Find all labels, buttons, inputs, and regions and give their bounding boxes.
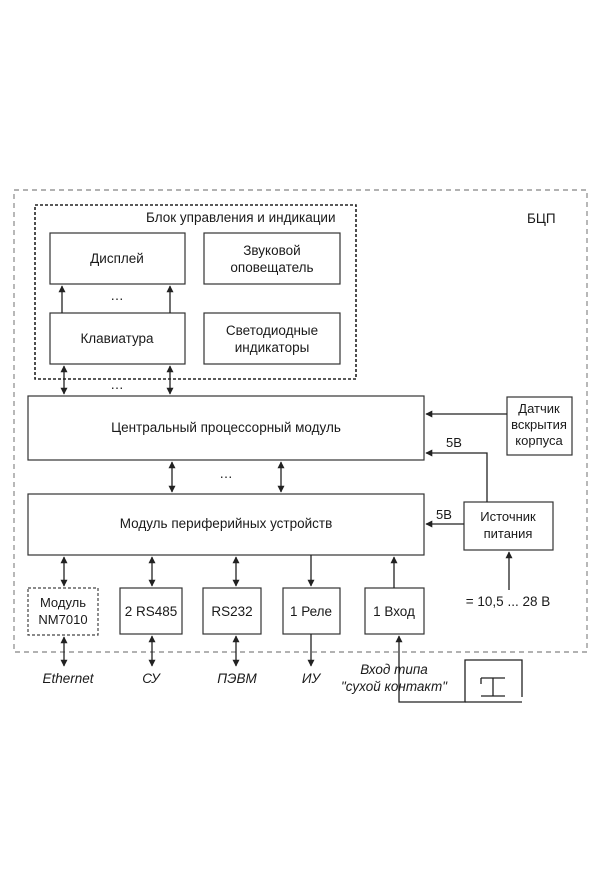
- led-box: [203, 312, 341, 365]
- rs232-box: [202, 587, 262, 635]
- sound-box: [203, 232, 341, 285]
- keyboard-box: [49, 312, 186, 365]
- peripheral-box: [27, 493, 425, 556]
- control-block-title: Блок управления и индикации: [146, 210, 336, 225]
- sound-label-line2: оповещатель: [230, 260, 313, 275]
- rs485-label: 2 RS485: [125, 604, 178, 619]
- bcp-boundary: [13, 189, 588, 653]
- port-su-label: СУ: [142, 671, 161, 686]
- input-label: 1 Вход: [373, 604, 415, 619]
- arrow-power-cpu: [425, 449, 488, 502]
- voltage-cpu-label: 5В: [446, 435, 462, 450]
- port-pevm-label: ПЭВМ: [217, 671, 257, 686]
- led-label-line2: индикаторы: [235, 340, 310, 355]
- peripheral-label: Модуль периферийных устройств: [120, 516, 333, 531]
- keyboard-cpu-ellipsis: …: [110, 377, 124, 392]
- supply-label: = 10,5 ... 28 В: [466, 594, 550, 609]
- power-label-line1: Источник: [480, 509, 536, 524]
- nm7010-label-line1: Модуль: [40, 595, 86, 610]
- cpu-periph-ellipsis: …: [219, 466, 233, 481]
- power-label-line2: питания: [484, 526, 533, 541]
- sound-label-line1: Звуковой: [243, 243, 300, 258]
- dry-contact-switch-icon: [480, 677, 505, 697]
- led-label-line1: Светодиодные: [226, 323, 318, 338]
- tamper-box: [506, 396, 573, 456]
- port-iu-label: ИУ: [302, 671, 322, 686]
- display-box: [49, 232, 186, 285]
- wire-dry-contact-input: [395, 635, 523, 703]
- tamper-label-line3: корпуса: [515, 433, 563, 448]
- port-dry-label-line1: Вход типа: [360, 662, 428, 677]
- display-label: Дисплей: [90, 251, 144, 266]
- nm7010-box: [27, 587, 99, 636]
- power-box: [463, 501, 554, 551]
- cpu-box: [27, 395, 425, 461]
- nm7010-label-line2: NM7010: [38, 612, 87, 627]
- control-block-boundary: [34, 204, 357, 380]
- rs485-box: [119, 587, 183, 635]
- voltage-periph-label: 5В: [436, 507, 452, 522]
- tamper-label-line2: вскрытия: [511, 417, 567, 432]
- keyboard-label: Клавиатура: [80, 331, 154, 346]
- keyboard-display-ellipsis: …: [110, 288, 124, 303]
- port-dry-label-line2: "сухой контакт": [341, 679, 448, 694]
- tamper-label-line1: Датчик: [518, 401, 560, 416]
- rs232-label: RS232: [211, 604, 252, 619]
- relay-label: 1 Реле: [290, 604, 332, 619]
- port-ethernet-label: Ethernet: [42, 671, 94, 686]
- bcp-label: БЦП: [527, 211, 556, 226]
- cpu-label: Центральный процессорный модуль: [111, 420, 341, 435]
- relay-box: [282, 587, 341, 635]
- input-box: [364, 587, 425, 635]
